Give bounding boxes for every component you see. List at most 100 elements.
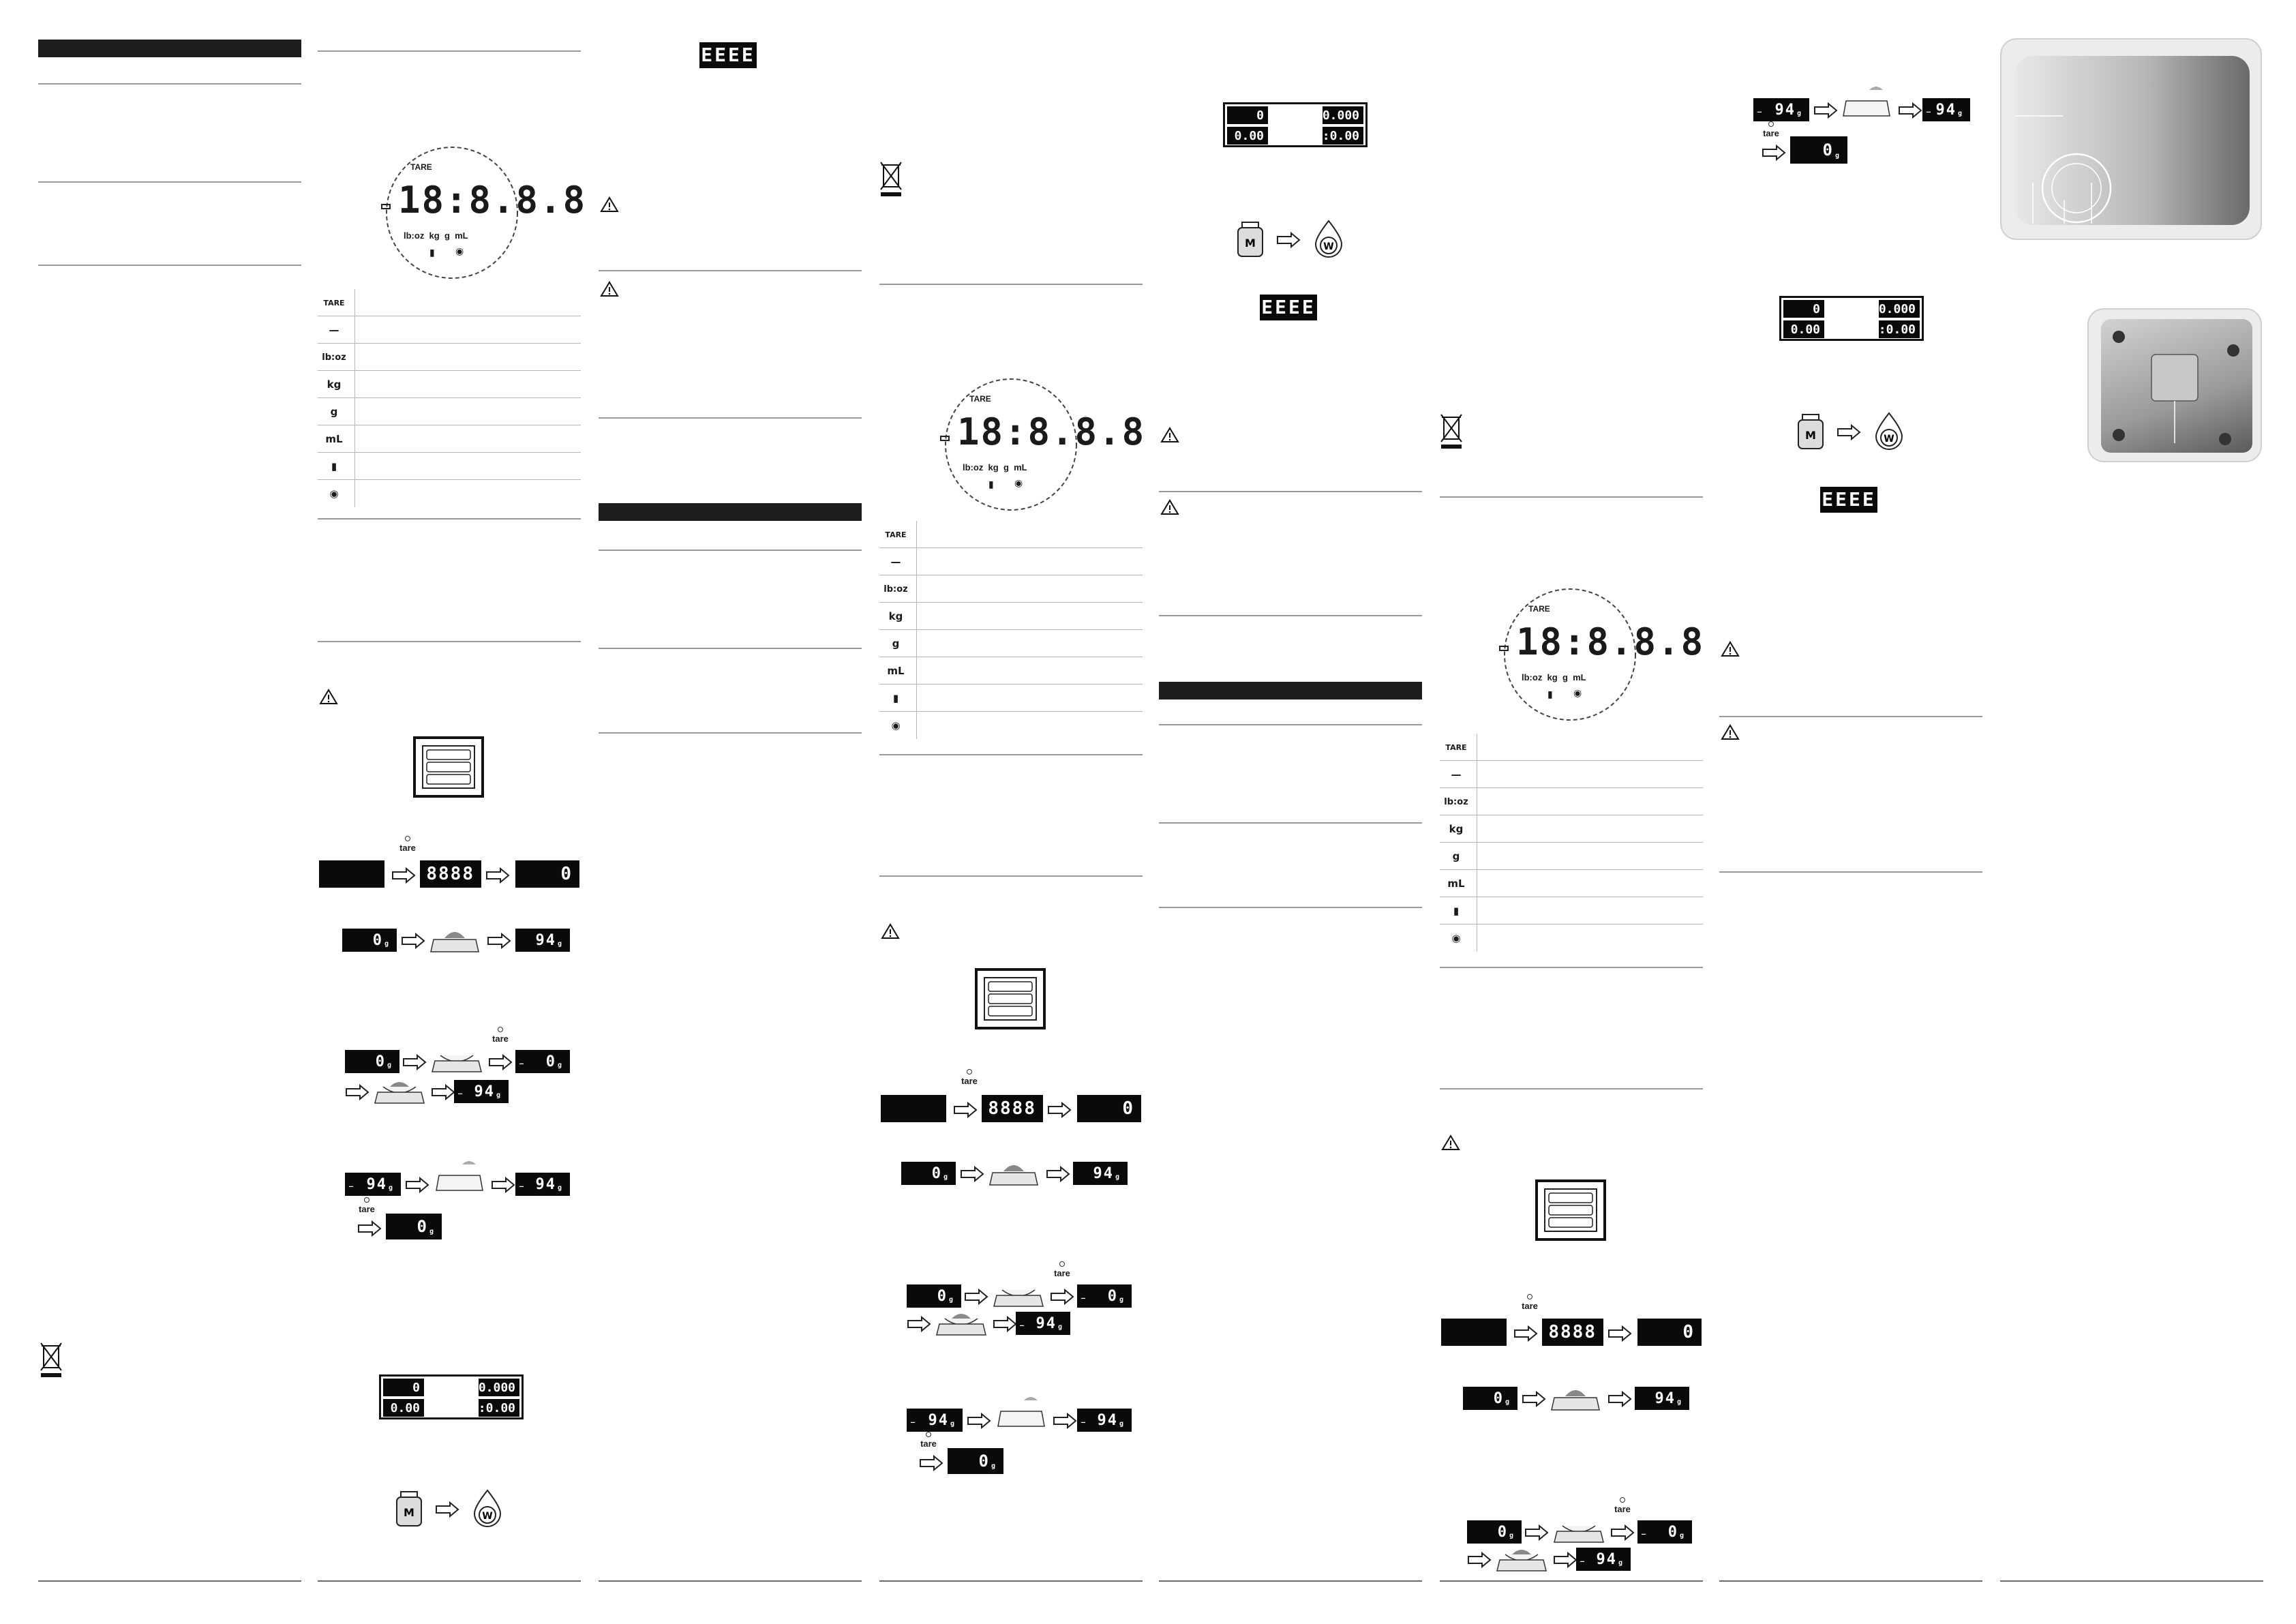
scale-top-photo — [2000, 38, 2262, 240]
warning-icon — [600, 281, 619, 301]
symbol-row: ◉ — [318, 480, 581, 507]
tare-button[interactable]: tare — [1609, 1497, 1636, 1514]
divider — [1719, 871, 1982, 873]
kg-symbol: kg — [327, 378, 342, 391]
divider — [1159, 724, 1422, 725]
page-column-2: TARE 18:8.8.8 lb:oz kg g mL ▮ ◉ TARE — l… — [318, 0, 585, 1624]
divider — [879, 284, 1143, 285]
arrow-icon — [1608, 1391, 1632, 1407]
scale-load-removed-icon — [436, 1161, 483, 1191]
lcd-test: 8888 — [420, 860, 481, 888]
symbol-row: mL — [318, 425, 581, 453]
display-diagram: TARE 18:8.8.8 lb:oz kg g mL ▮ ◉ — [939, 376, 1144, 516]
scale-bottom-photo — [2087, 308, 2262, 462]
tare-button[interactable]: tare — [394, 836, 421, 853]
display-diagram: TARE 18:8.8.8 lb:oz kg g mL ▮ ◉ — [1498, 586, 1703, 726]
tare-button[interactable]: tare — [353, 1197, 380, 1214]
section-header-bar — [38, 40, 301, 57]
svg-text:M: M — [404, 1506, 414, 1519]
symbol-row: g — [879, 630, 1143, 657]
arrow-icon — [1048, 1102, 1072, 1118]
symbol-row: kg — [318, 371, 581, 398]
display-digits: 18:8.8.8 — [1516, 620, 1705, 663]
symbol-row: — — [1440, 761, 1703, 788]
symbol-row: mL — [879, 657, 1143, 685]
arrow-icon — [1611, 1524, 1635, 1541]
symbol-row: TARE — [1440, 734, 1703, 761]
arrow-icon — [1522, 1391, 1546, 1407]
divider — [38, 181, 301, 183]
tare-button[interactable]: tare — [1757, 121, 1785, 138]
symbol-row: mL — [1440, 870, 1703, 897]
tare-button[interactable]: tare — [1048, 1261, 1076, 1278]
battery-symbol: ▮ — [331, 460, 337, 472]
g-symbol: g — [1452, 850, 1460, 862]
display-digits: 18:8.8.8 — [398, 179, 587, 222]
warning-icon — [600, 196, 619, 216]
footer-rule — [879, 1580, 1143, 1582]
arrow-icon — [954, 1102, 978, 1118]
arrow-icon — [967, 1413, 991, 1429]
tare-button[interactable]: tare — [915, 1432, 942, 1449]
divider — [1440, 496, 1703, 498]
symbol-row: ◉ — [879, 712, 1143, 739]
arrow-icon — [961, 1166, 984, 1182]
units-display-panel: 0 0.000 0.00 0:0.00 — [1779, 296, 1924, 341]
arrow-icon — [1554, 1552, 1577, 1568]
tare-button[interactable]: tare — [956, 1069, 983, 1086]
page-column-1 — [38, 0, 301, 1624]
tare-button[interactable]: tare — [487, 1027, 514, 1044]
page-column-5: 0 0.000 0.00 0:0.00 M W EEEE — [1159, 0, 1422, 1624]
battery-icon: ▮ — [988, 479, 994, 490]
display-tare-label: TARE — [1528, 604, 1550, 614]
units-display-panel: 0 0.000 0.00 0:0.00 — [379, 1374, 524, 1419]
page-column-3: EEEE — [599, 0, 862, 1624]
symbol-row: TARE — [318, 289, 581, 316]
warning-icon — [1721, 641, 1740, 661]
lcd-blank — [319, 860, 384, 888]
arrow-icon — [358, 1220, 382, 1237]
weee-recycle-icon — [879, 160, 903, 201]
lboz-symbol: lb:oz — [1444, 796, 1468, 807]
divider — [599, 550, 862, 551]
symbol-table: TARE — lb:oz kg g mL ▮ ◉ — [879, 521, 1143, 739]
arrow-icon — [403, 1054, 427, 1070]
divider — [1440, 967, 1703, 968]
symbol-row: kg — [879, 603, 1143, 630]
footer-rule — [38, 1580, 301, 1582]
section-header-bar — [1159, 682, 1422, 700]
g-symbol: g — [892, 637, 900, 650]
units-display-panel: 0 0.000 0.00 0:0.00 — [1223, 102, 1368, 147]
symbol-row: TARE — [879, 521, 1143, 548]
divider — [38, 265, 301, 266]
divider — [1159, 822, 1422, 824]
scale-with-bowl-icon — [432, 1055, 482, 1072]
scale-load-removed-icon — [997, 1397, 1045, 1427]
tare-button[interactable]: tare — [1516, 1294, 1543, 1311]
ml-symbol: mL — [887, 665, 905, 677]
svg-text:M: M — [1805, 429, 1816, 442]
measuring-jar-icon: M — [1798, 414, 1824, 449]
scale-with-load-icon — [1551, 1390, 1600, 1411]
arrow-icon — [965, 1289, 988, 1305]
arrow-icon — [993, 1316, 1017, 1332]
tare-symbol: TARE — [885, 530, 907, 539]
minus-symbol: — — [1451, 768, 1462, 781]
warning-icon — [1160, 499, 1179, 519]
error-display: EEEE — [1260, 295, 1317, 320]
scale-with-bowl-and-load-icon — [1496, 1550, 1547, 1572]
divider — [318, 50, 581, 52]
water-symbol: ◉ — [329, 487, 339, 500]
divider — [1159, 907, 1422, 908]
